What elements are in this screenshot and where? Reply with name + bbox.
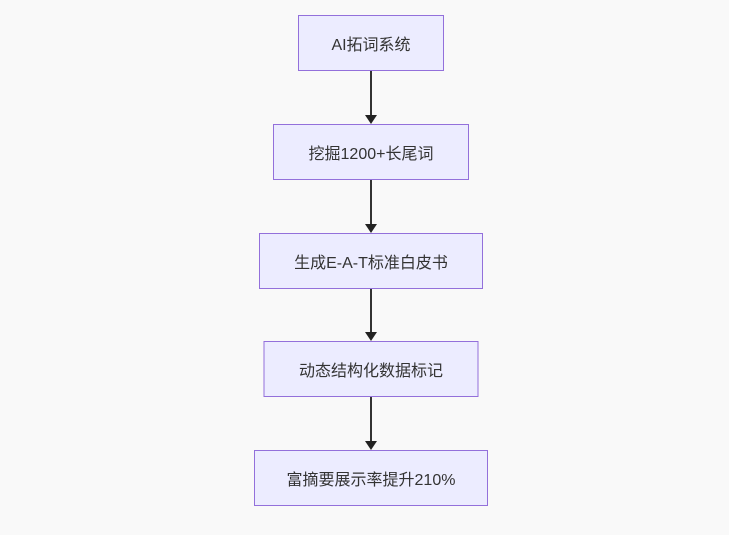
flow-node-label: 生成E-A-T标准白皮书 [294,255,448,272]
edge-line [370,397,372,441]
flow-edge-2 [365,180,377,233]
arrowhead-down-icon [365,115,377,124]
flow-node-rich-snippet-result: 富摘要展示率提升210% [254,450,488,506]
flow-edge-3 [365,289,377,341]
flow-node-structured-data: 动态结构化数据标记 [263,341,479,397]
flow-node-eat-whitepaper: 生成E-A-T标准白皮书 [259,233,483,289]
edge-line [370,289,372,332]
edge-line [370,71,372,115]
flow-node-label: 富摘要展示率提升210% [286,472,456,489]
flow-node-ai-keyword-system: AI拓词系统 [298,15,444,71]
arrowhead-down-icon [365,332,377,341]
arrowhead-down-icon [365,441,377,450]
flow-node-label: AI拓词系统 [331,37,411,54]
edge-line [370,180,372,224]
flow-node-longtail-mining: 挖掘1200+长尾词 [273,124,469,180]
arrowhead-down-icon [365,224,377,233]
flow-edge-1 [365,71,377,124]
flow-node-label: 挖掘1200+长尾词 [308,146,434,163]
flow-edge-4 [365,397,377,450]
flow-node-label: 动态结构化数据标记 [298,363,443,380]
